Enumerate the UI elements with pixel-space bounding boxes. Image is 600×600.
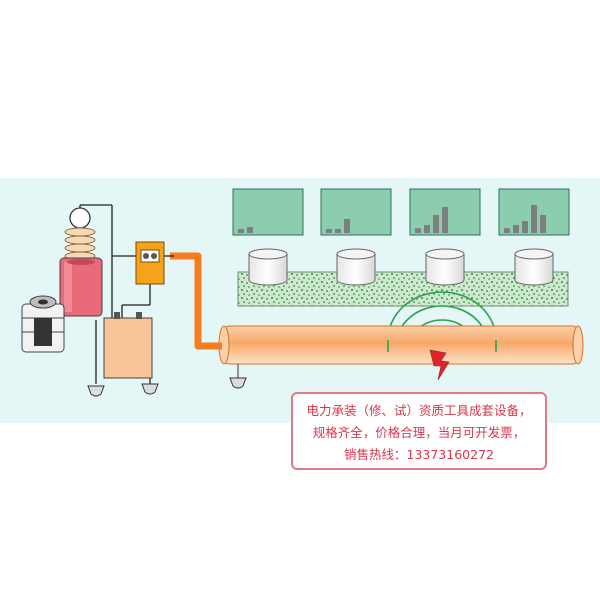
monitor-bar xyxy=(335,229,341,233)
monitor-bar xyxy=(238,229,244,233)
monitor-bar xyxy=(247,227,253,233)
lightning-fault-icon xyxy=(429,349,450,381)
monitor-group xyxy=(232,188,570,236)
monitor-bar xyxy=(531,205,537,233)
monitor-bar xyxy=(442,207,448,233)
signal-waves-front xyxy=(387,340,497,352)
monitor-bar xyxy=(522,221,528,233)
monitor-bar xyxy=(504,228,510,233)
voltage-regulator-icon xyxy=(21,295,65,353)
cable xyxy=(170,252,584,365)
sensor-group xyxy=(248,248,554,286)
monitor-bar xyxy=(326,229,332,233)
acoustic-sensor-icon xyxy=(514,248,554,286)
notice-line-2: 规格齐全，价格合理，当月可开发票， xyxy=(312,425,526,440)
monitor-bar xyxy=(540,215,546,233)
monitor-bar xyxy=(424,225,430,233)
ground-icon xyxy=(87,385,105,397)
capacitor-icon xyxy=(103,312,153,379)
acoustic-sensor-icon xyxy=(336,248,376,286)
sales-notice: 电力承装（修、试）资质工具成套设备， 规格齐全，价格合理，当月可开发票， 销售热… xyxy=(291,392,547,470)
monitor-screen xyxy=(232,188,304,236)
notice-line-1: 电力承装（修、试）资质工具成套设备， xyxy=(306,403,532,418)
monitor-bar xyxy=(513,225,519,233)
monitor-screen xyxy=(320,188,392,236)
notice-line-3: 销售热线：13373160272 xyxy=(344,447,494,462)
test-transformer-icon xyxy=(59,207,103,317)
ground-icon xyxy=(229,364,247,389)
ground-strip xyxy=(237,271,569,307)
ground-icon xyxy=(141,383,159,395)
monitor-bar xyxy=(344,219,350,233)
spark-gap-icon xyxy=(135,241,165,285)
monitor-bar xyxy=(433,215,439,233)
acoustic-sensor-icon xyxy=(248,248,288,286)
monitor-bar xyxy=(415,228,421,233)
acoustic-sensor-icon xyxy=(425,248,465,286)
